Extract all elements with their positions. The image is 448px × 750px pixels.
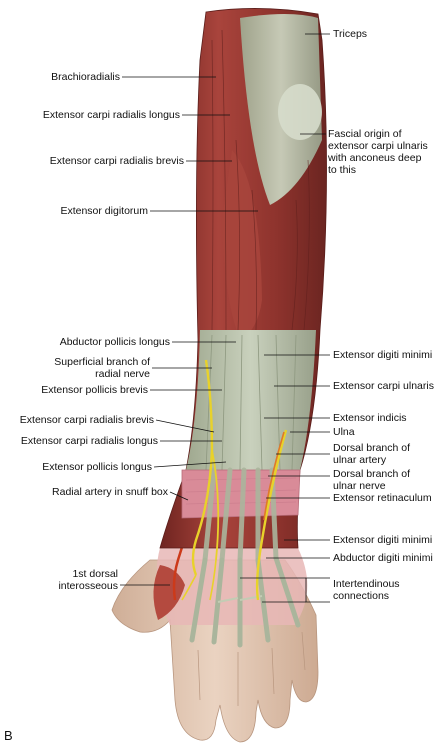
label-brachioradialis: Brachioradialis [51,71,120,83]
label-fascial-origin-3: with anconeus deep [328,152,422,164]
leader-lines [120,33,330,603]
label-dorsal-branch-ulnar-artery-1: Dorsal branch of [333,442,411,454]
label-abductor-digiti-minimi: Abductor digiti minimi [333,552,433,564]
label-radial-artery-snuff-box: Radial artery in snuff box [52,486,168,498]
label-dorsal-branch-ulnar-nerve-2: ulnar nerve [333,480,386,492]
label-extensor-digiti-minimi: Extensor digiti minimi [333,349,433,361]
label-extensor-retinaculum: Extensor retinaculum [333,492,432,504]
label-extensor-indicis: Extensor indicis [333,412,407,424]
label-extensor-carpi-radialis-brevis-distal: Extensor carpi radialis brevis [19,414,154,426]
label-intertendinous-connections-2: connections [333,590,390,602]
nerves-arteries [181,359,288,601]
label-superficial-branch-radial-nerve-1: Superficial branch of [54,356,150,368]
label-extensor-pollicis-longus: Extensor pollicis longus [42,461,152,473]
label-fascial-origin-4: to this [328,164,357,176]
label-triceps: Triceps [333,28,368,40]
label-extensor-carpi-radialis-longus: Extensor carpi radialis longus [42,109,180,121]
label-1st-dorsal-interosseous-2: interosseous [58,580,118,592]
label-abductor-pollicis-longus: Abductor pollicis longus [59,336,170,348]
label-superficial-branch-radial-nerve-2: radial nerve [95,368,150,380]
label-dorsal-branch-ulnar-nerve-1: Dorsal branch of [333,468,411,480]
forearm [159,8,327,563]
label-fascial-origin-2: extensor carpi ulnaris [328,140,428,152]
label-ulna: Ulna [333,426,355,438]
label-extensor-carpi-ulnaris: Extensor carpi ulnaris [333,380,434,392]
label-dorsal-branch-ulnar-artery-2: ulnar artery [333,454,387,466]
label-extensor-carpi-radialis-longus-distal: Extensor carpi radialis longus [20,435,158,447]
label-extensor-pollicis-brevis: Extensor pollicis brevis [41,384,148,396]
label-1st-dorsal-interosseous-1: 1st dorsal [72,568,118,580]
label-extensor-digitorum: Extensor digitorum [60,205,148,217]
label-fascial-origin-1: Fascial origin of [328,128,402,140]
panel-letter: B [4,728,13,743]
label-extensor-digiti-minimi-hand: Extensor digiti minimi [333,534,433,546]
label-intertendinous-connections-1: Intertendinous [333,578,400,590]
label-extensor-carpi-radialis-brevis: Extensor carpi radialis brevis [49,155,184,167]
